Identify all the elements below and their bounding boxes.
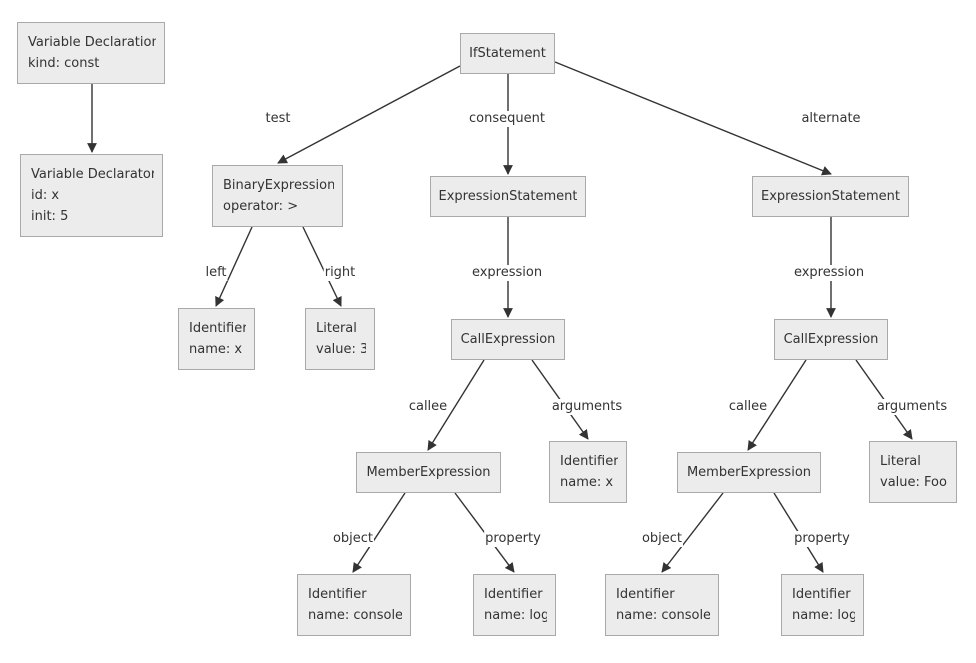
edge-label-consequent: consequent <box>468 111 546 127</box>
edge-if-stmt-to-expr-stmt-a <box>554 61 832 176</box>
edge-label-right: right <box>323 265 357 281</box>
node-member-expr-c: MemberExpression <box>356 452 501 493</box>
edge-label-property: property <box>793 531 851 547</box>
edge-label-arguments: arguments <box>875 399 949 415</box>
node-ident-console-a: Identifier name: console <box>605 574 719 636</box>
node-type-label: MemberExpression <box>366 465 491 480</box>
node-type-label: Identifier <box>484 587 543 602</box>
node-ident-log-c: Identifier name: log <box>473 574 556 636</box>
node-property-label: name: console <box>308 608 402 623</box>
node-property-label: value: Foo <box>880 475 947 490</box>
node-literal-foo: Literal value: Foo <box>869 441 957 503</box>
edge-label-callee: callee <box>727 399 769 415</box>
node-type-label: ExpressionStatement <box>761 189 900 204</box>
node-property-label: name: log <box>792 608 855 623</box>
node-property-label: init: 5 <box>31 209 69 224</box>
edge-binary-expr-to-ident-x-left <box>215 226 253 307</box>
node-var-declarator: Variable Declarator id: x init: 5 <box>20 154 163 237</box>
edge-label-left: left <box>204 265 228 281</box>
edge-label-test: test <box>264 111 292 127</box>
node-property-label: value: 3 <box>316 342 366 357</box>
node-type-label: IfStatement <box>469 46 546 61</box>
node-type-label: BinaryExpression <box>223 178 334 193</box>
node-type-label: Identifier <box>560 454 618 469</box>
node-literal-3: Literal value: 3 <box>305 308 375 370</box>
node-property-label: id: x <box>31 188 60 203</box>
node-type-label: Identifier <box>308 587 367 602</box>
edge-label-object: object <box>640 531 684 547</box>
node-expr-stmt-a: ExpressionStatement <box>752 176 909 217</box>
edge-member-expr-a-to-ident-console-a <box>661 492 724 573</box>
edge-label-alternate: alternate <box>800 111 862 127</box>
edge-label-expression: expression <box>792 265 866 281</box>
node-type-label: ExpressionStatement <box>438 189 578 204</box>
node-property-label: name: x <box>189 342 243 357</box>
edge-label-object: object <box>331 531 375 547</box>
node-ident-x-arg: Identifier name: x <box>549 441 627 503</box>
edge-label-expression: expression <box>470 265 544 281</box>
node-type-label: Variable Declarator <box>31 167 154 182</box>
node-property-label: kind: const <box>28 56 100 71</box>
node-type-label: Literal <box>880 454 921 469</box>
node-type-label: Variable Declaration <box>28 35 156 50</box>
node-property-label: name: console <box>616 608 710 623</box>
edge-binary-expr-to-literal-3 <box>302 226 342 307</box>
node-type-label: CallExpression <box>460 332 556 347</box>
edge-label-callee: callee <box>407 399 449 415</box>
edge-if-stmt-to-binary-expr <box>277 65 461 164</box>
node-type-label: MemberExpression <box>686 465 812 480</box>
node-if-stmt: IfStatement <box>460 33 555 74</box>
edge-label-arguments: arguments <box>550 399 624 415</box>
node-property-label: name: log <box>484 608 547 623</box>
edge-call-expr-a-to-member-expr-a <box>747 359 807 451</box>
node-property-label: name: x <box>560 475 614 490</box>
node-property-label: operator: > <box>223 199 299 214</box>
node-ident-console-c: Identifier name: console <box>297 574 411 636</box>
node-call-expr-a: CallExpression <box>774 319 888 360</box>
node-type-label: CallExpression <box>783 332 879 347</box>
node-type-label: Identifier <box>616 587 675 602</box>
node-call-expr-c: CallExpression <box>451 319 565 360</box>
node-ident-x-left: Identifier name: x <box>178 308 255 370</box>
node-member-expr-a: MemberExpression <box>677 452 821 493</box>
node-var-decl: Variable Declaration kind: const <box>17 22 165 84</box>
node-expr-stmt-c: ExpressionStatement <box>430 176 586 217</box>
node-type-label: Identifier <box>189 321 246 336</box>
node-type-label: Identifier <box>792 587 851 602</box>
node-type-label: Literal <box>316 321 357 336</box>
edge-call-expr-c-to-member-expr-c <box>427 359 485 451</box>
node-ident-log-a: Identifier name: log <box>781 574 864 636</box>
node-binary-expr: BinaryExpression operator: > <box>212 165 343 227</box>
edge-member-expr-c-to-ident-console-c <box>352 492 406 573</box>
edge-label-property: property <box>484 531 542 547</box>
